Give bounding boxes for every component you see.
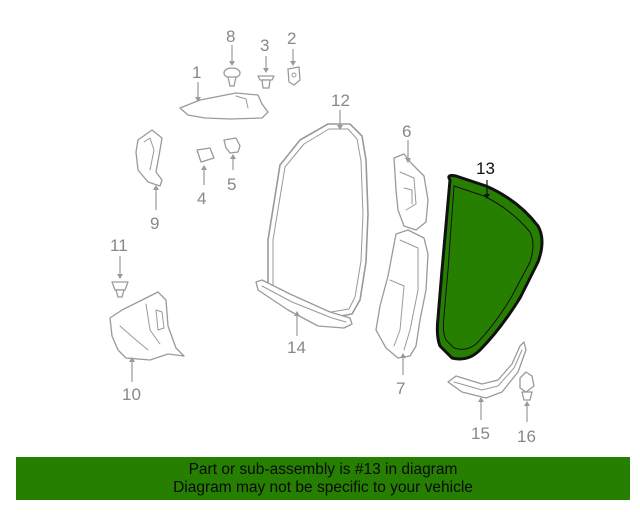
callout-2: 2 — [287, 29, 296, 48]
part-8-clip[interactable] — [223, 45, 241, 87]
callout-4: 4 — [197, 189, 206, 208]
callout-9: 9 — [150, 214, 159, 233]
callout-10: 10 — [122, 385, 141, 404]
part-9-bracket[interactable] — [135, 129, 163, 210]
banner-line-1: Part or sub-assembly is #13 in diagram — [188, 460, 458, 478]
callout-11: 11 — [110, 236, 128, 255]
callout-3: 3 — [260, 36, 269, 55]
callout-12: 12 — [331, 91, 350, 110]
part-3-clip[interactable] — [257, 56, 275, 89]
callout-6: 6 — [402, 122, 411, 141]
banner-line-2: Diagram may not be specific to your vehi… — [173, 478, 473, 496]
part-10-lower-trim[interactable] — [109, 291, 185, 382]
info-banner: Part or sub-assembly is #13 in diagram D… — [16, 457, 630, 500]
part-15-sill-trim[interactable] — [447, 341, 527, 420]
callout-16: 16 — [517, 427, 536, 446]
callout-5: 5 — [227, 175, 236, 194]
part-14-sill-strip[interactable] — [255, 279, 353, 336]
part-11-clip[interactable] — [111, 256, 129, 298]
callout-14: 14 — [287, 338, 306, 357]
part-13-door-weatherstrip[interactable] — [435, 174, 544, 361]
part-6-upper-trim[interactable] — [393, 140, 429, 231]
part-1-trim[interactable] — [179, 82, 269, 120]
part-16-clip[interactable] — [519, 371, 535, 422]
part-5-clip[interactable] — [223, 137, 241, 170]
parts-diagram: 8 3 2 1 9 4 5 — [109, 27, 544, 446]
part-4-clip[interactable] — [196, 147, 215, 185]
callout-8: 8 — [226, 27, 235, 46]
callout-13: 13 — [476, 159, 495, 178]
part-12-weatherstrip[interactable] — [267, 110, 369, 319]
part-7-lower-trim[interactable] — [375, 229, 429, 375]
callout-15: 15 — [471, 424, 490, 443]
callout-1: 1 — [192, 63, 201, 82]
part-2-clip[interactable] — [287, 49, 301, 86]
callout-7: 7 — [396, 379, 405, 398]
